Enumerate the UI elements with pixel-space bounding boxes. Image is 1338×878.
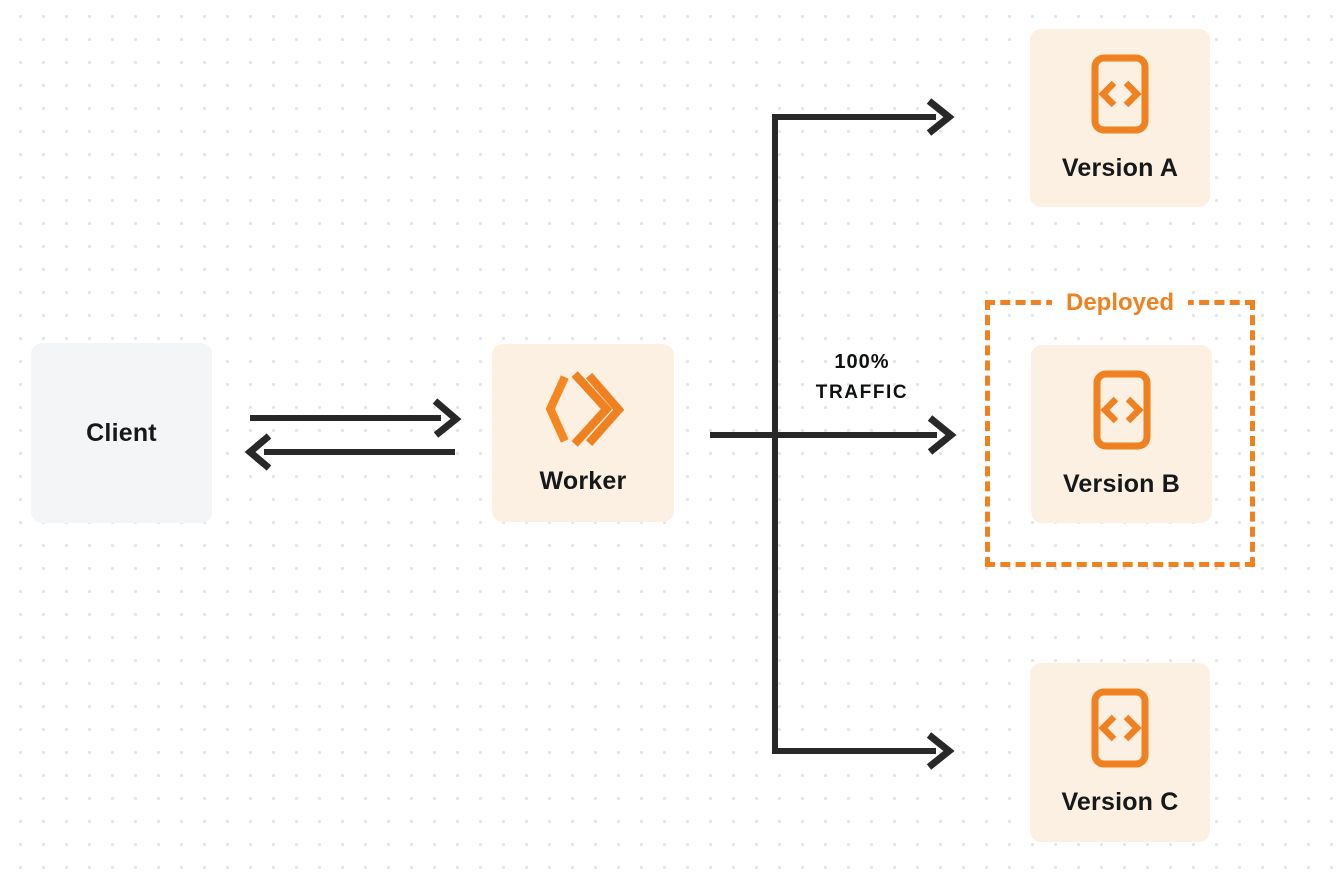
version-a-branch-arrow (772, 98, 955, 136)
code-version-icon (1091, 688, 1149, 768)
version-c-label: Version C (1061, 788, 1179, 816)
cloudflare-workers-icon (545, 370, 625, 447)
deployed-label: Deployed (1051, 287, 1189, 319)
version-c-branch-arrow (772, 732, 955, 770)
version-b-label: Version B (1062, 469, 1181, 498)
deployed-group-box: Deployed Version B (985, 287, 1255, 567)
client-to-worker-request-arrow (250, 398, 462, 438)
worker-to-client-response-arrow (244, 433, 455, 471)
version-c-node: Version C (1030, 663, 1210, 842)
client-label: Client (86, 418, 157, 447)
client-node: Client (31, 343, 212, 523)
traffic-label: 100% TRAFFIC (782, 351, 942, 404)
version-a-node: Version A (1030, 29, 1210, 207)
worker-node: Worker (492, 344, 674, 522)
version-a-label: Version A (1061, 153, 1179, 182)
traffic-word-text: TRAFFIC (815, 382, 909, 403)
code-version-icon (1093, 370, 1151, 450)
version-b-node: Version B (1031, 345, 1212, 523)
code-version-icon (1091, 54, 1149, 134)
worker-traffic-arrow (710, 415, 957, 455)
traffic-percent-text: 100% (834, 351, 890, 373)
worker-label: Worker (539, 466, 627, 495)
